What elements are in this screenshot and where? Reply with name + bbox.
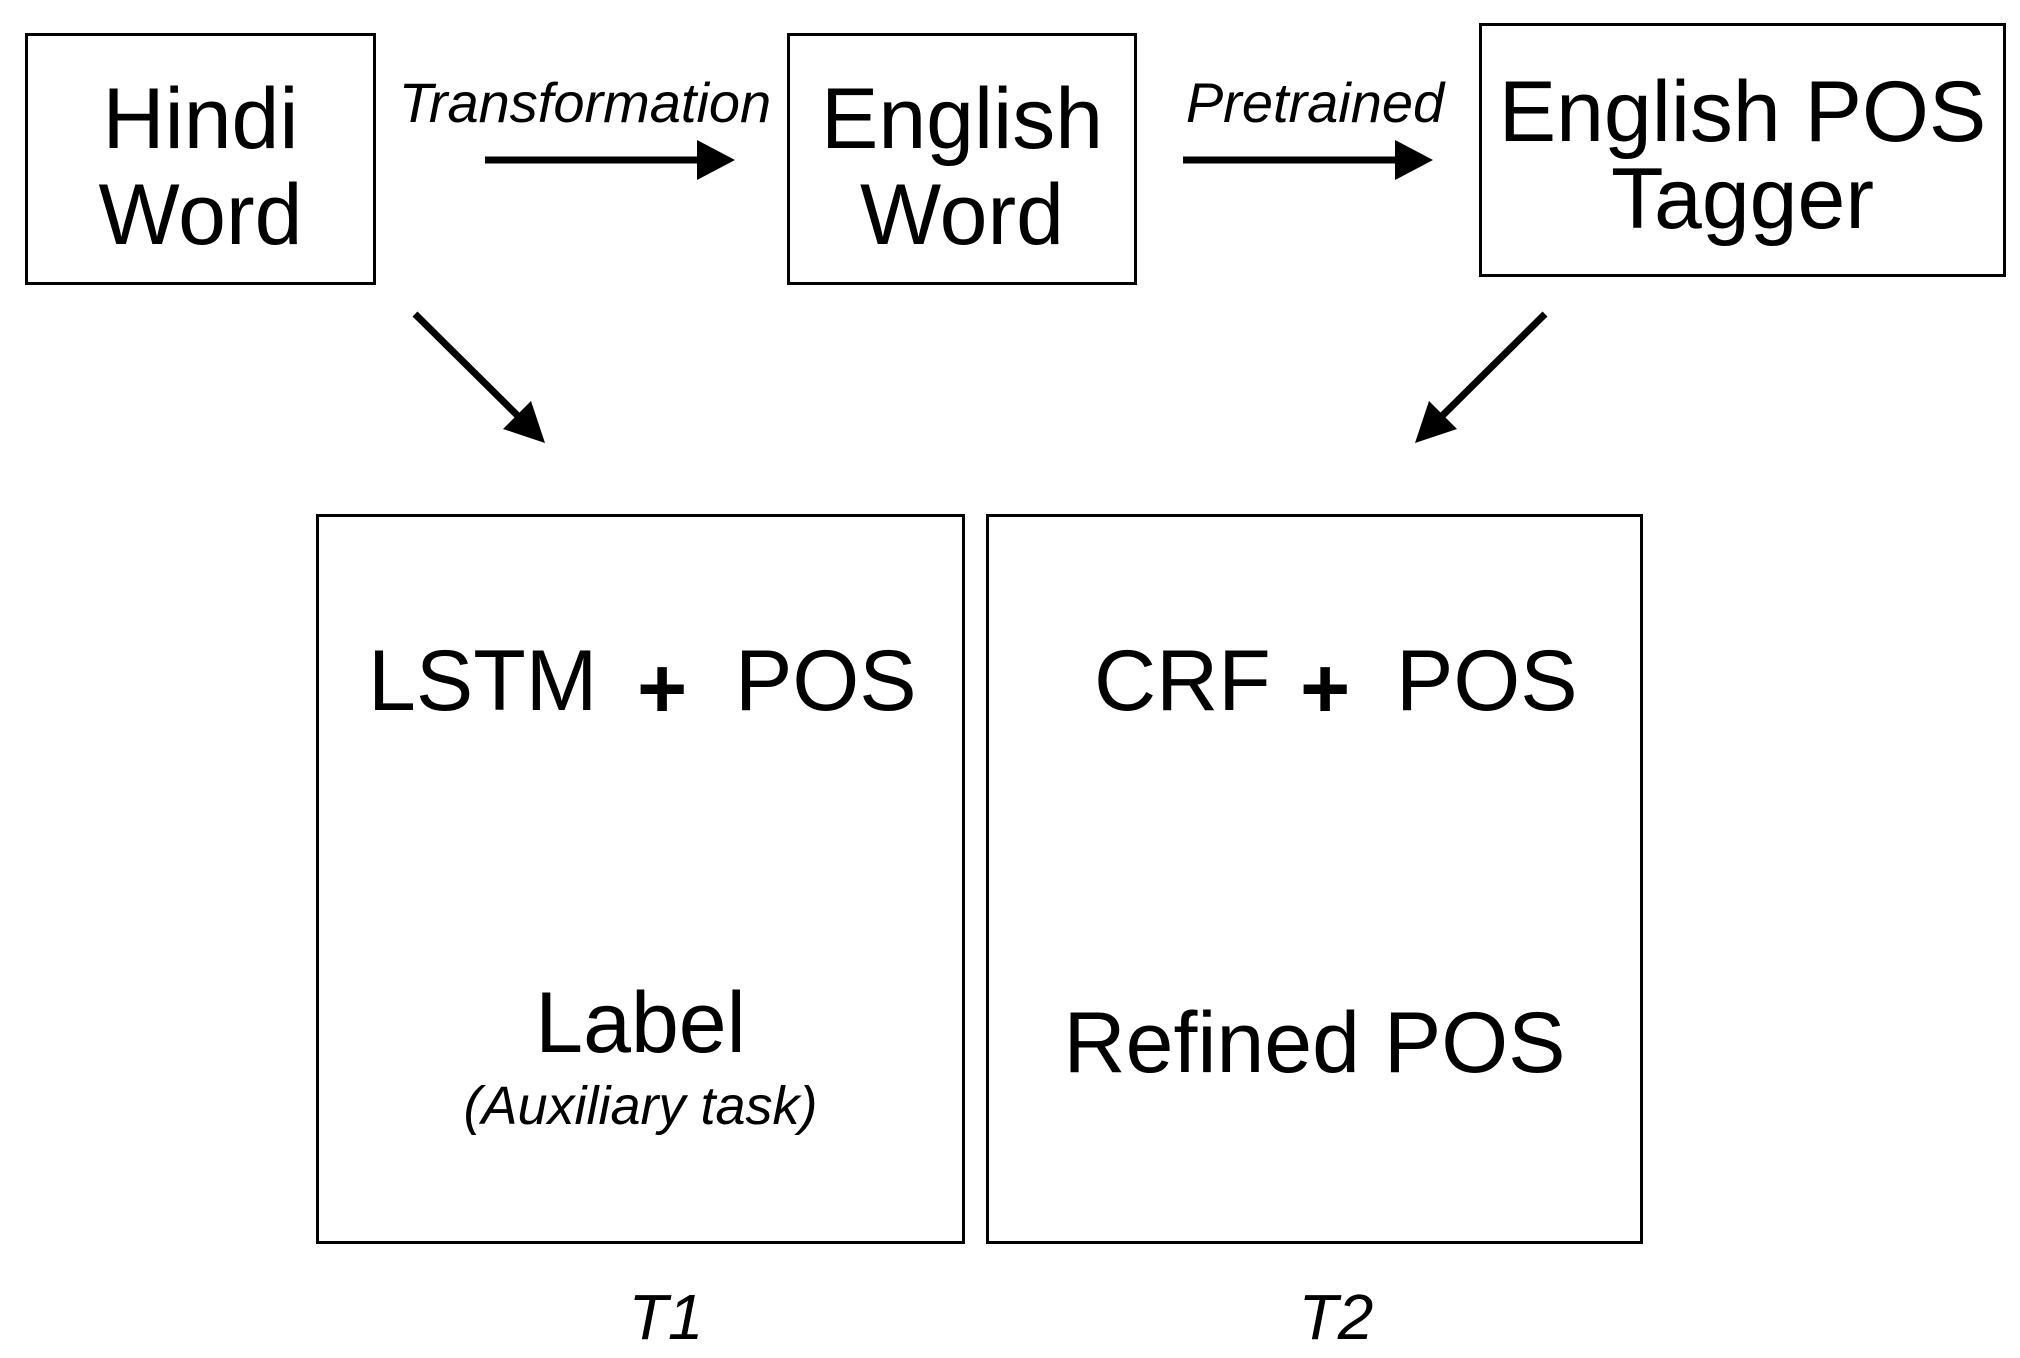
- pretrained-label: Pretrained: [1185, 71, 1445, 134]
- t2-box: [986, 514, 1643, 1244]
- english-pos-tagger-box: English POS Tagger: [1479, 23, 2006, 277]
- t1-pos-label: POS: [735, 633, 917, 729]
- t1-model-label: LSTM: [368, 633, 598, 729]
- t1-plus-sign: +: [637, 641, 688, 737]
- english-word-line1: English: [820, 71, 1104, 167]
- transformation-label: Transformation: [398, 71, 772, 134]
- hindi-to-t1-arrow: [412, 311, 545, 443]
- t2-plus-sign: +: [1300, 641, 1351, 737]
- t2-caption: T2: [1298, 1281, 1374, 1353]
- t1-output-note: (Auxiliary task): [463, 1076, 818, 1136]
- english-word-box: English Word: [787, 33, 1137, 285]
- t2-output-label: Refined POS: [1063, 995, 1566, 1091]
- t2-model-label: CRF: [1094, 633, 1271, 729]
- t1-box: [316, 514, 965, 1244]
- tagger-to-t2-arrow: [1415, 311, 1548, 443]
- t2-pos-label: POS: [1396, 633, 1578, 729]
- t1-caption: T1: [628, 1281, 704, 1353]
- t1-output-label: Label: [535, 975, 746, 1071]
- english-pos-tagger-line1: English POS: [1498, 64, 1987, 160]
- english-pos-tagger-line2: Tagger: [1611, 151, 1874, 247]
- english-word-line2: Word: [860, 167, 1064, 263]
- transformation-arrow: [485, 140, 735, 180]
- pretrained-arrow: [1183, 140, 1433, 180]
- hindi-word-line1: Hindi: [102, 71, 299, 167]
- hindi-word-line2: Word: [98, 167, 303, 263]
- hindi-word-box: Hindi Word: [25, 33, 376, 285]
